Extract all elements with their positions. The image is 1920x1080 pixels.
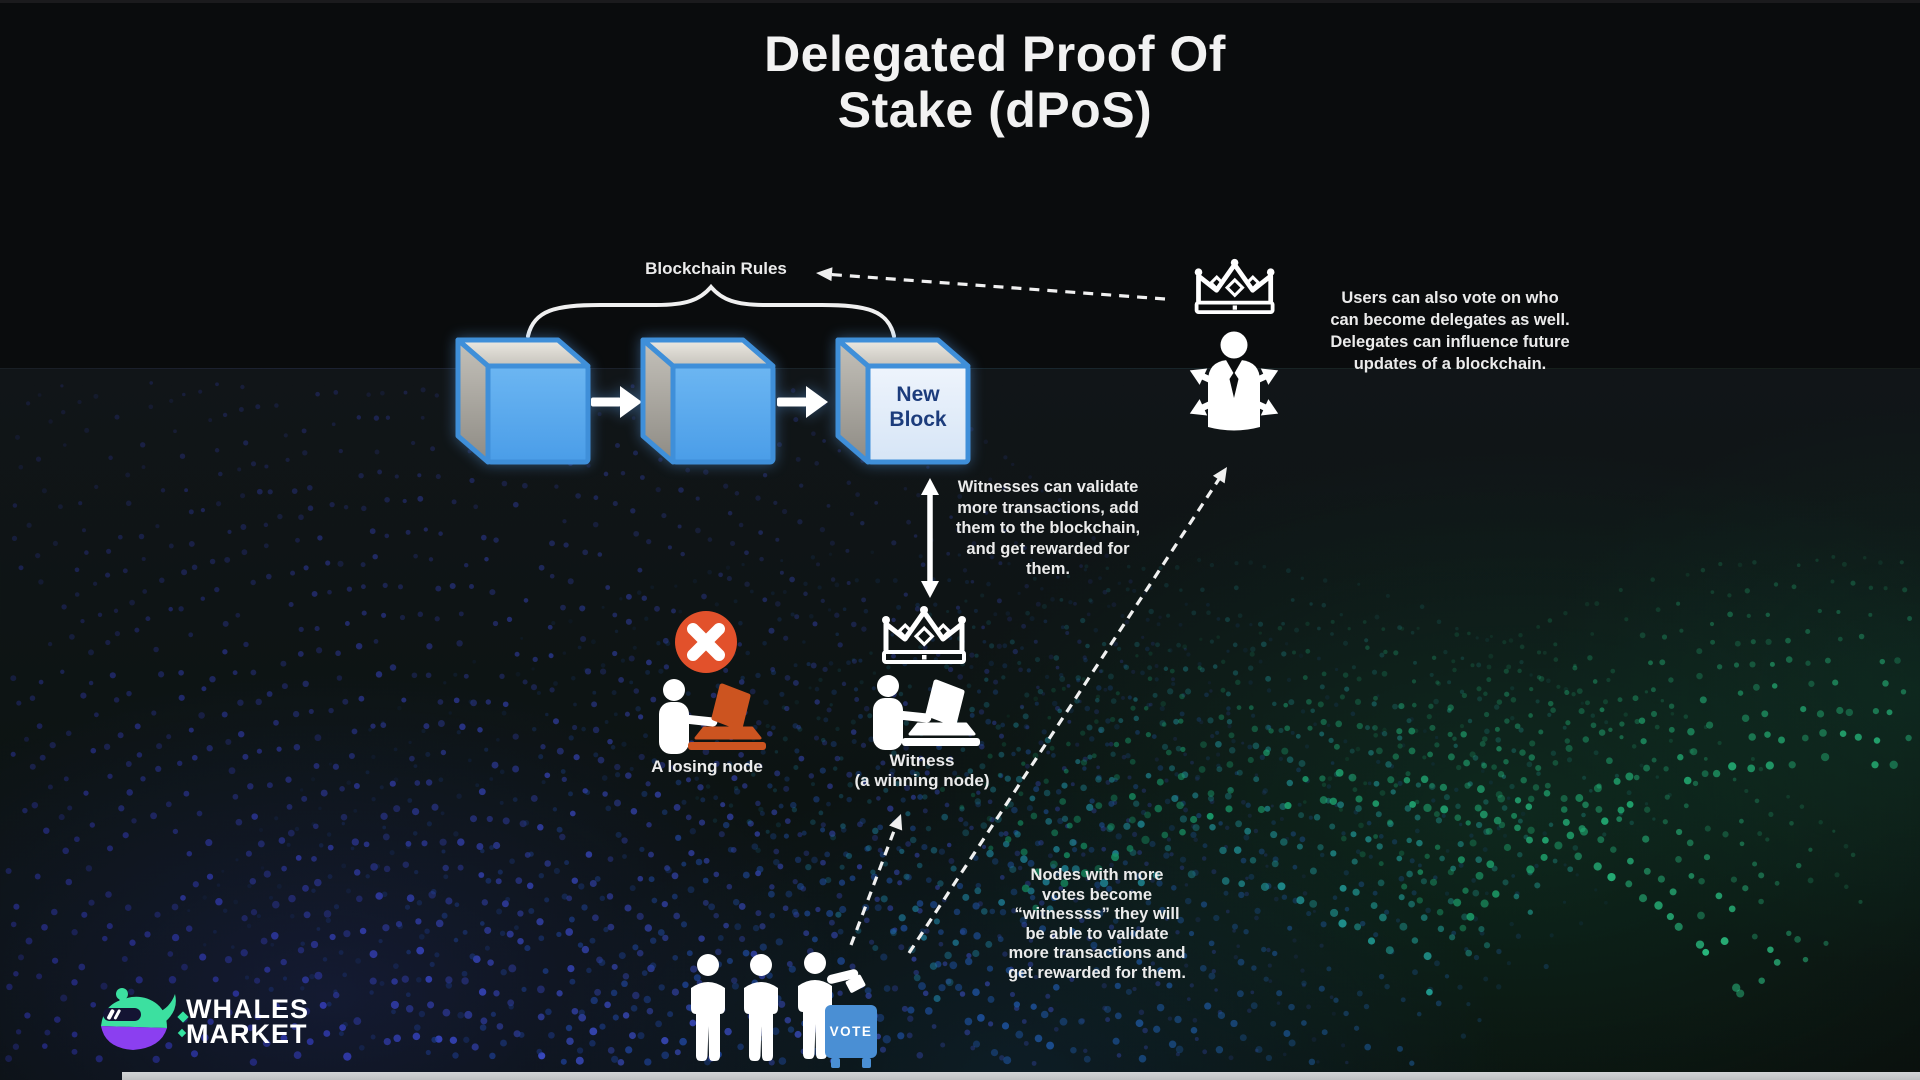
witness-label: Witness (a winning node) — [854, 751, 990, 790]
losing-node-icon — [648, 611, 778, 757]
top-edge-line — [0, 0, 1920, 3]
crown-icon — [1195, 259, 1275, 312]
voter-icon — [691, 954, 725, 1061]
users-vote-annotation: Users can also vote on who can become de… — [1330, 289, 1570, 373]
vote-box-label: VOTE — [830, 1024, 873, 1039]
new-block-label: New Block — [889, 383, 947, 431]
voters-vote-group: VOTE — [691, 952, 877, 1068]
voter-icon — [798, 952, 866, 1059]
cross-badge-icon — [675, 611, 737, 673]
logo-line2: MARKET — [186, 1019, 308, 1049]
curly-brace-icon — [526, 283, 896, 338]
person-laptop-icon — [659, 679, 766, 754]
whale-logo-icon — [101, 988, 176, 1050]
logo-wordmark: WHALES MARKET — [186, 994, 309, 1049]
double-arrow-icon — [921, 478, 939, 598]
arrow-right-icon — [777, 386, 828, 418]
bottom-scroll-strip — [122, 1072, 1920, 1080]
nodes-votes-annotation: Nodes with more votes become “witnessss”… — [1008, 866, 1186, 982]
witnesses-validate-annotation: Witnesses can validate more transactions… — [955, 478, 1141, 578]
losing-node-label: A losing node — [651, 757, 763, 776]
logo-line1: WHALES — [186, 994, 309, 1024]
delegate-icon — [1186, 255, 1282, 431]
cube-icon — [643, 340, 773, 462]
cube-icon — [458, 340, 588, 462]
vote-box-icon: VOTE — [825, 1005, 877, 1068]
ballot-icon — [845, 974, 866, 993]
blockchain-blocks — [440, 330, 985, 472]
dashed-arrow-icon — [816, 267, 1166, 301]
dashed-arrow-icon — [849, 814, 903, 946]
page-title: Delegated Proof Of Stake (dPoS) — [764, 26, 1226, 138]
blockchain-rules-label: Blockchain Rules — [645, 259, 787, 278]
arrow-right-icon — [591, 386, 642, 418]
voter-icon — [744, 954, 778, 1061]
dashed-arrow-icon — [907, 467, 1227, 954]
